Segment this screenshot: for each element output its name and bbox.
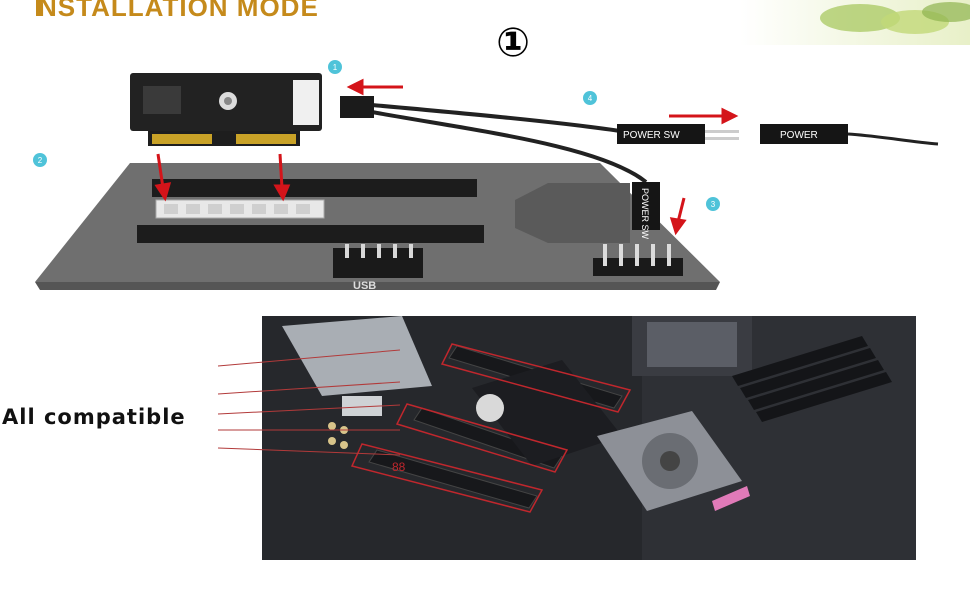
- io-shield: [282, 316, 432, 396]
- svg-text:88: 88: [392, 460, 406, 474]
- svg-text:POWER SW: POWER SW: [640, 188, 650, 240]
- marker-1: 1: [333, 63, 338, 72]
- cable-plug: [340, 96, 374, 118]
- power-sw-connector: [617, 124, 705, 144]
- installation-diagram: USB POWER SW POWER POWER SW 1 2: [33, 60, 939, 292]
- chip: [143, 86, 181, 114]
- marker-3: 3: [711, 200, 716, 209]
- power-sw-vertical-connector: [632, 182, 660, 230]
- leaf-decoration: [740, 0, 970, 45]
- svg-text:POWER: POWER: [780, 130, 818, 141]
- marker-4: 4: [588, 94, 593, 103]
- card-connector: [293, 80, 319, 125]
- pcie-slot-upper: [152, 179, 477, 197]
- title-accent-bar: [36, 0, 40, 16]
- compatibility-caption: All compatible: [2, 405, 186, 429]
- pointer-lines: [217, 349, 400, 456]
- chipset-heatsink: [515, 183, 630, 243]
- svg-text:POWER SW: POWER SW: [623, 130, 680, 141]
- step-number: ①: [496, 20, 530, 66]
- page-title: NSTALLATION MODE: [38, 0, 319, 22]
- cmos-battery: [476, 394, 504, 422]
- front-panel-header: [593, 258, 683, 276]
- pcie-slot-lower: [137, 225, 484, 243]
- marker-2: 2: [38, 156, 43, 165]
- motherboard-photo: 88: [262, 316, 916, 560]
- usb-label: USB: [353, 280, 376, 292]
- power-connector: [760, 124, 848, 144]
